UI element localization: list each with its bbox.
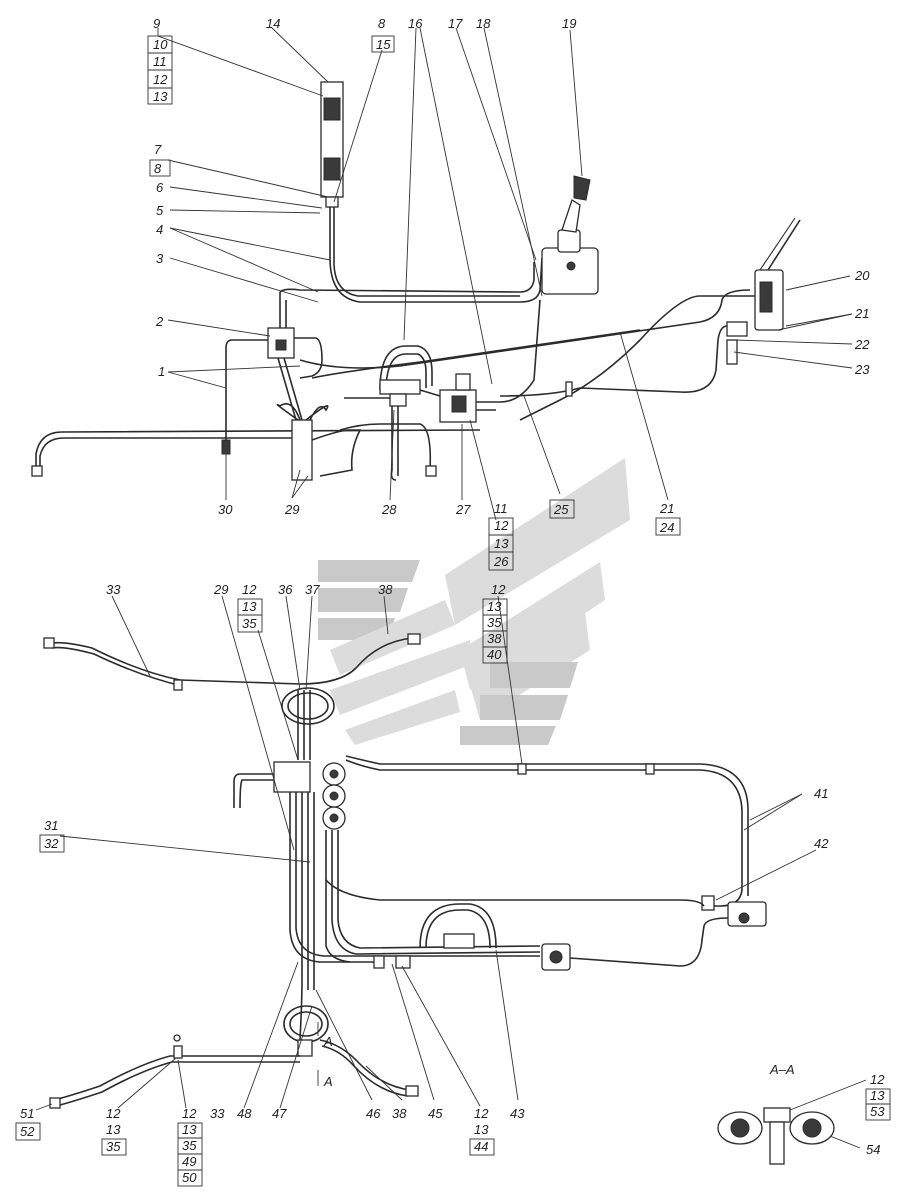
label-6: 6 bbox=[156, 180, 164, 195]
label-7: 7 bbox=[154, 142, 162, 157]
label-26: 26 bbox=[493, 554, 509, 569]
label-11b: 11 bbox=[494, 501, 508, 516]
label-50: 50 bbox=[182, 1170, 197, 1185]
control-lever-housing bbox=[541, 247, 599, 295]
section-a-a-detail bbox=[717, 1107, 835, 1165]
label-17: 17 bbox=[448, 16, 463, 31]
lower-assembly bbox=[43, 633, 835, 1165]
label-12g: 12 bbox=[182, 1106, 197, 1121]
label-33: 33 bbox=[106, 582, 121, 597]
label-38: 38 bbox=[378, 582, 393, 597]
label-43: 43 bbox=[510, 1106, 525, 1121]
label-11: 11 bbox=[153, 54, 167, 69]
cut-label-a-bottom: A bbox=[323, 1074, 333, 1089]
label-27: 27 bbox=[455, 502, 471, 517]
label-13f: 13 bbox=[106, 1122, 121, 1137]
label-37: 37 bbox=[305, 582, 320, 597]
label-13b: 13 bbox=[494, 536, 509, 551]
label-20: 20 bbox=[854, 268, 870, 283]
label-2: 2 bbox=[155, 314, 164, 329]
label-24: 24 bbox=[659, 520, 674, 535]
label-47: 47 bbox=[272, 1106, 287, 1121]
watermark-logo bbox=[318, 458, 630, 745]
upper-assembly bbox=[31, 81, 801, 481]
bracket-block bbox=[273, 761, 311, 793]
label-12b: 12 bbox=[494, 518, 509, 533]
label-4: 4 bbox=[156, 222, 163, 237]
label-16: 16 bbox=[408, 16, 423, 31]
label-42: 42 bbox=[814, 836, 829, 851]
label-40: 40 bbox=[487, 647, 502, 662]
label-36: 36 bbox=[278, 582, 293, 597]
label-13c: 13 bbox=[242, 599, 257, 614]
label-51: 51 bbox=[20, 1106, 34, 1121]
label-13h: 13 bbox=[474, 1122, 489, 1137]
fitting-29 bbox=[291, 419, 313, 481]
label-9: 9 bbox=[153, 16, 160, 31]
label-31: 31 bbox=[44, 818, 58, 833]
label-49: 49 bbox=[182, 1154, 196, 1169]
label-22: 22 bbox=[854, 337, 870, 352]
label-12h: 12 bbox=[474, 1106, 489, 1121]
label-46: 46 bbox=[366, 1106, 381, 1121]
label-44: 44 bbox=[474, 1139, 488, 1154]
label-12c: 12 bbox=[242, 582, 257, 597]
label-12d: 12 bbox=[491, 582, 506, 597]
label-13e: 13 bbox=[870, 1088, 885, 1103]
label-32: 32 bbox=[44, 836, 59, 851]
label-18: 18 bbox=[476, 16, 491, 31]
label-12: 12 bbox=[153, 72, 168, 87]
label-13: 13 bbox=[153, 89, 168, 104]
label-13g: 13 bbox=[182, 1122, 197, 1137]
label-48: 48 bbox=[237, 1106, 252, 1121]
label-23: 23 bbox=[854, 362, 870, 377]
label-35: 35 bbox=[242, 616, 257, 631]
label-1: 1 bbox=[158, 364, 165, 379]
label-8: 8 bbox=[378, 16, 386, 31]
label-45: 45 bbox=[428, 1106, 443, 1121]
label-35b: 35 bbox=[487, 615, 502, 630]
leader-lines bbox=[35, 27, 867, 1149]
label-33b: 33 bbox=[210, 1106, 225, 1121]
label-29: 29 bbox=[284, 502, 299, 517]
label-3: 3 bbox=[156, 251, 164, 266]
section-label: A–A bbox=[769, 1062, 795, 1077]
label-34: 29 bbox=[213, 582, 228, 597]
label-21: 21 bbox=[854, 306, 869, 321]
label-8b: 8 bbox=[154, 161, 162, 176]
label-38b: 38 bbox=[487, 631, 502, 646]
label-12e: 12 bbox=[870, 1072, 885, 1087]
part-labels: 9 10 11 12 13 14 8 15 16 17 18 19 7 8 6 … bbox=[15, 16, 891, 1187]
label-35c: 35 bbox=[106, 1139, 121, 1154]
label-14: 14 bbox=[266, 16, 280, 31]
label-30: 30 bbox=[218, 502, 233, 517]
label-38c: 38 bbox=[392, 1106, 407, 1121]
label-12f: 12 bbox=[106, 1106, 121, 1121]
label-53: 53 bbox=[870, 1104, 885, 1119]
distributor-28 bbox=[379, 379, 421, 395]
label-21b: 21 bbox=[659, 501, 674, 516]
label-41: 41 bbox=[814, 786, 828, 801]
label-28: 28 bbox=[381, 502, 397, 517]
cut-label-a-top: A bbox=[323, 1034, 333, 1049]
label-19: 19 bbox=[562, 16, 576, 31]
label-54: 54 bbox=[866, 1142, 880, 1157]
label-25: 25 bbox=[553, 502, 569, 517]
label-13d: 13 bbox=[487, 599, 502, 614]
label-5: 5 bbox=[156, 203, 164, 218]
label-15: 15 bbox=[376, 37, 391, 52]
valve-43 bbox=[443, 933, 475, 949]
label-10: 10 bbox=[153, 37, 168, 52]
label-52: 52 bbox=[20, 1124, 35, 1139]
label-35d: 35 bbox=[182, 1138, 197, 1153]
